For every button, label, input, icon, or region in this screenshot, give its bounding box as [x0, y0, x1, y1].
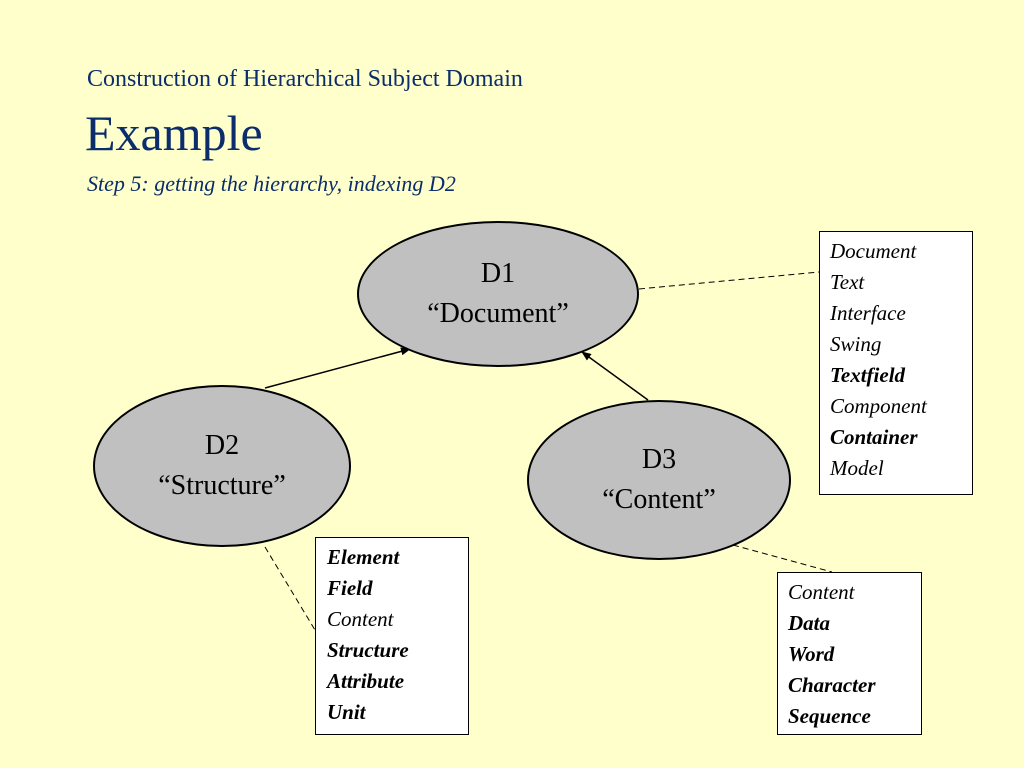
node-d2-structure: D2 “Structure”: [93, 385, 351, 547]
keyword-item: Data: [788, 611, 830, 635]
keyword-item: Unit: [327, 700, 366, 724]
node-d1-document: D1 “Document”: [357, 221, 639, 367]
keyword-item: Interface: [830, 301, 906, 325]
keyword-item: Sequence: [788, 704, 871, 728]
node-d3-label: “Content”: [602, 484, 716, 515]
keyword-item: Container: [830, 425, 918, 449]
dashed-link-d2-keywords: [264, 546, 316, 631]
node-d1-id: D1: [480, 258, 516, 289]
arrow-d3-to-d1: [581, 351, 649, 401]
slide-title: Example: [85, 105, 263, 161]
node-d3-id: D3: [641, 444, 677, 475]
keyword-item: Element: [327, 545, 400, 569]
slide-subtitle: Step 5: getting the hierarchy, indexing …: [87, 171, 456, 196]
slide-supertitle: Construction of Hierarchical Subject Dom…: [87, 66, 523, 92]
keyword-item: Swing: [830, 332, 882, 356]
keyword-item: Content: [788, 580, 855, 604]
keyword-item: Attribute: [327, 669, 405, 693]
keyword-item: Textfield: [830, 363, 906, 387]
node-d2-id: D2: [204, 430, 240, 461]
arrow-d2-to-d1: [264, 347, 411, 389]
keyword-item: Field: [327, 576, 373, 600]
keyword-item: Structure: [327, 638, 409, 662]
keyword-item: Model: [830, 456, 884, 480]
dashed-link-d1-keywords: [638, 271, 820, 290]
node-d1-label: “Document”: [427, 298, 569, 329]
keyword-item: Component: [830, 394, 927, 418]
keyword-item: Character: [788, 673, 876, 697]
keyword-item: Content: [327, 607, 394, 631]
node-d3-content: D3 “Content”: [527, 400, 791, 560]
node-d2-label: “Structure”: [158, 470, 286, 501]
keyword-item: Document: [830, 239, 917, 263]
keyword-item: Text: [830, 270, 865, 294]
dashed-link-d3-keywords: [732, 544, 833, 573]
keyword-item: Word: [788, 642, 835, 666]
